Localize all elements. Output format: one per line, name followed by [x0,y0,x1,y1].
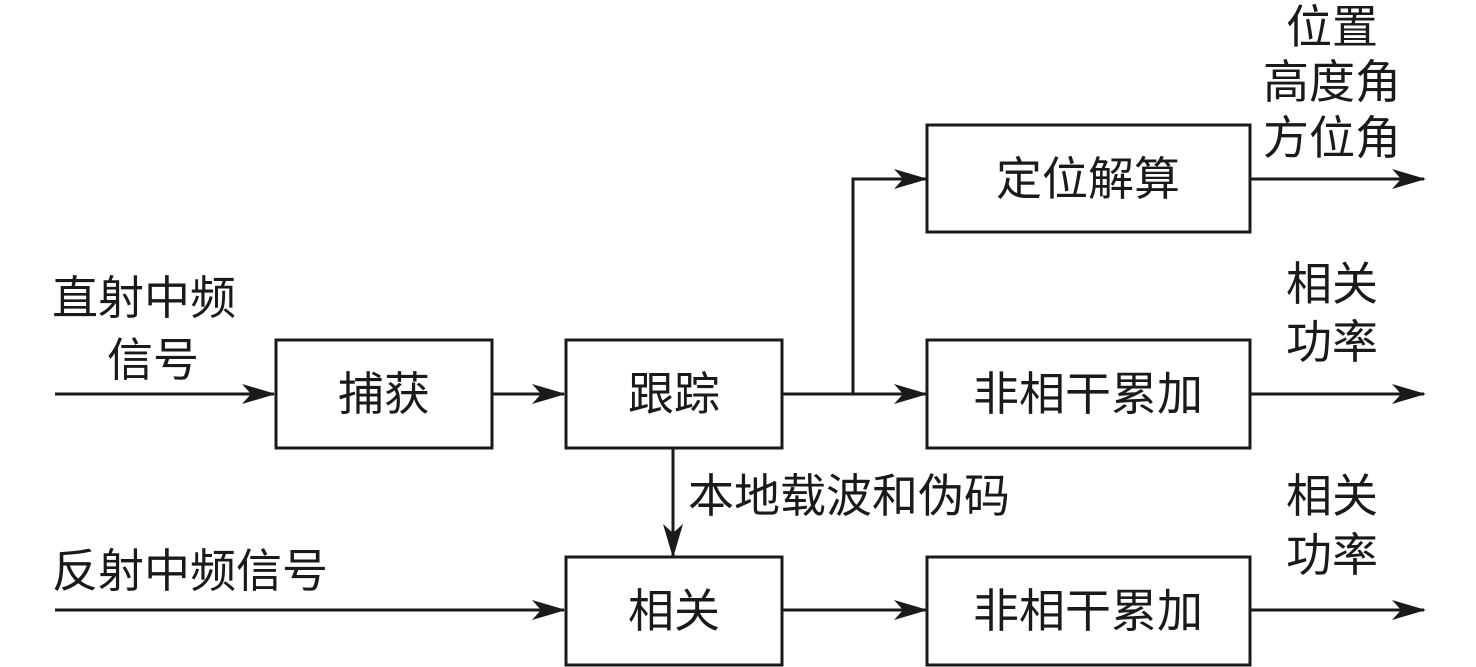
noncoherent-reflected-box: 非相干累加 [925,555,1252,667]
reflected-power-label-line1: 相关 [1286,469,1378,523]
direct-power-label-line2: 功率 [1286,315,1378,369]
noncoherent-direct-box: 非相干累加 [925,338,1252,450]
direct-input-label-line1: 直射中频 [52,271,236,325]
elevation-output-label: 高度角 [1263,55,1401,109]
noncoherent-reflected-label: 非相干累加 [973,584,1203,638]
reflected-input-label: 反射中频信号 [52,544,328,598]
positioning-label: 定位解算 [996,152,1180,206]
noncoherent-direct-label: 非相干累加 [973,367,1203,421]
acquisition-label: 捕获 [338,367,430,421]
positioning-box: 定位解算 [925,123,1252,234]
tracking-label: 跟踪 [628,367,720,421]
direct-power-label-line1: 相关 [1286,257,1378,311]
correlation-box: 相关 [564,555,784,667]
tracking-box: 跟踪 [564,338,784,450]
branch-to-positioning-arrow [851,169,928,394]
position-output-label: 位置 [1286,0,1378,54]
direct-input-label-line2: 信号 [107,333,199,387]
reflected-power-label-line2: 功率 [1286,528,1378,582]
local-carrier-code-label: 本地载波和伪码 [688,469,1010,523]
azimuth-output-label: 方位角 [1263,111,1401,165]
correlation-label: 相关 [628,584,720,638]
acquisition-box: 捕获 [274,338,494,450]
